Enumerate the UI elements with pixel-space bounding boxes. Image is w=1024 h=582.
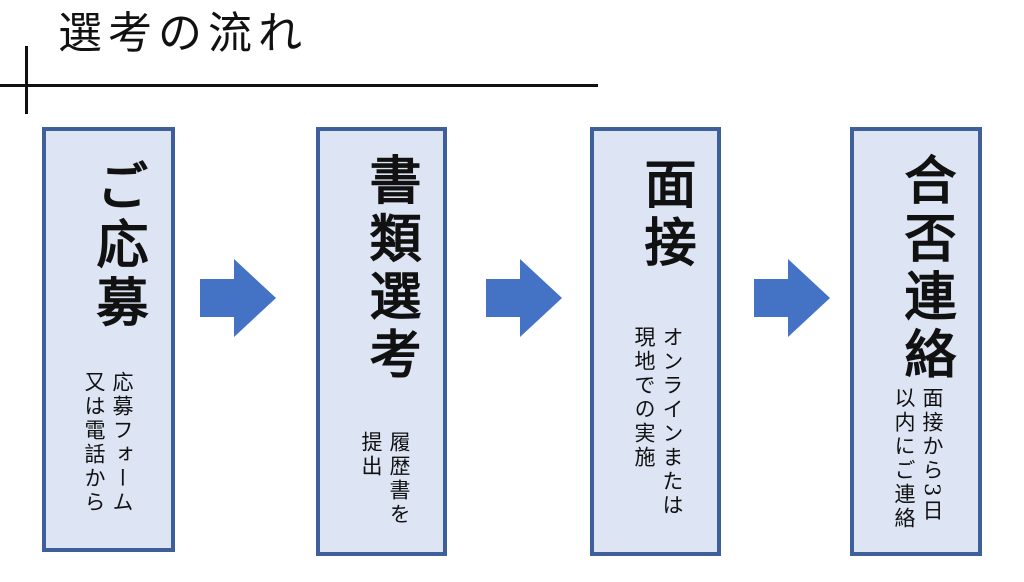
step-heading: ご応募 [87, 159, 148, 333]
flow-arrow-3 [754, 259, 830, 337]
step-result-notification: 合否連絡 面接から3日 以内にご連絡 [850, 127, 982, 556]
step-detail: 履歴書を 提出 [359, 431, 411, 527]
title-underline [0, 84, 598, 87]
title-tick [25, 46, 28, 114]
page-title: 選考の流れ [58, 8, 308, 59]
step-detail: 面接から3日 以内にご連絡 [892, 387, 944, 531]
step-detail: 応募フォーム 又は電話から [82, 371, 134, 515]
step-heading: 書類選考 [360, 153, 421, 385]
step-document-screening: 書類選考 履歴書を 提出 [316, 127, 447, 556]
flow-arrow-2 [486, 259, 562, 337]
step-application: ご応募 応募フォーム 又は電話から [42, 127, 175, 552]
step-interview: 面接 オンラインまたは 現地での実施 [590, 127, 721, 556]
flow-arrow-1 [200, 259, 276, 337]
step-heading: 合否連絡 [895, 153, 956, 385]
step-detail: オンラインまたは 現地での実施 [632, 326, 684, 518]
step-heading: 面接 [635, 157, 696, 273]
